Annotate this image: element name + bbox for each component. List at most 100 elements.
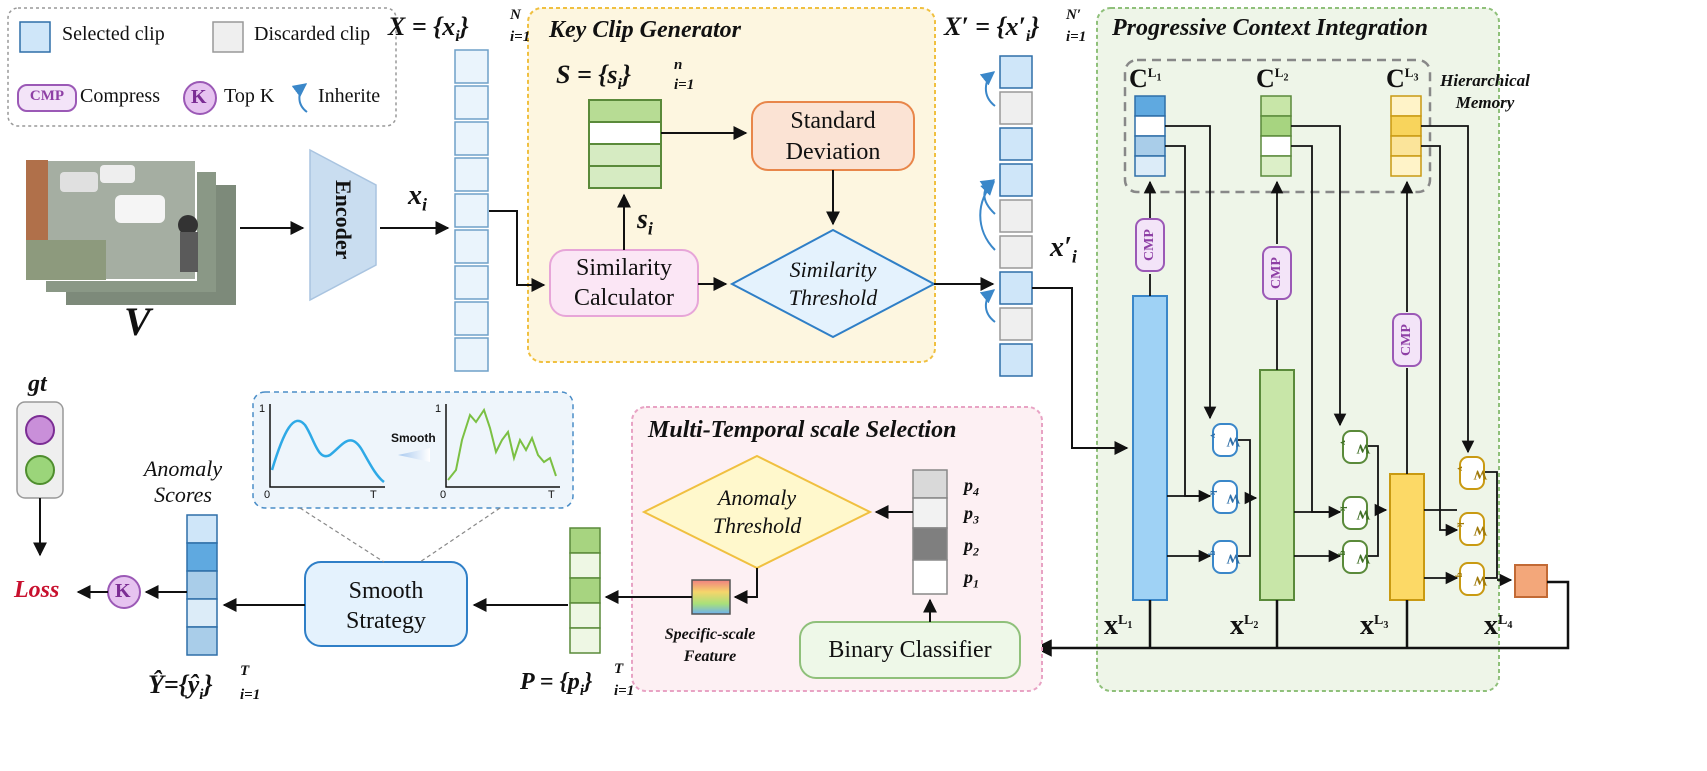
Y-set-range: i=1: [240, 687, 261, 703]
si-label: si: [637, 204, 653, 239]
Y-set-sup: T: [240, 663, 250, 679]
S-set-sup: n: [674, 57, 683, 73]
bar-xL1: [1132, 295, 1168, 601]
xL1-label: xL1: [1104, 610, 1133, 641]
P-set-range: i=1: [614, 683, 635, 699]
p-column: [912, 469, 948, 595]
mem-c2-label: CL2: [1256, 64, 1289, 93]
legend-compress-label: Compress: [80, 85, 160, 107]
S-set-label: S = {si}: [556, 60, 631, 94]
memory-c3: [1390, 95, 1422, 177]
plot2-y1: 1: [435, 403, 442, 415]
gt-label: gt: [28, 371, 47, 397]
xpi-label: x′i: [1050, 232, 1077, 267]
plot1-xT: T: [370, 489, 377, 501]
P-set-sup: T: [614, 661, 624, 677]
X-set-sup: N: [510, 7, 521, 23]
sim-thresh-diamond: [729, 228, 937, 339]
x-column: [454, 49, 489, 372]
X-set-range: i=1: [510, 29, 531, 45]
kcg-title: Key Clip Generator: [549, 17, 741, 43]
smooth-curve: [270, 419, 385, 483]
Xp-set-sup: N′: [1066, 7, 1082, 23]
specific-feature-box: [691, 579, 731, 615]
pci-title: Progressive Context Integration: [1112, 15, 1429, 41]
topk-badge-text: K: [115, 580, 131, 602]
Y-set-label: Ŷ={ŷi}: [148, 670, 213, 704]
anomaly-scores-column: [186, 514, 218, 656]
Xp-set-range: i=1: [1066, 29, 1087, 45]
encoder-label: Encoder: [331, 180, 356, 260]
Xp-set-label: X′ = {x′i}: [944, 12, 1040, 46]
xL3-label: xL3: [1360, 610, 1389, 641]
p1-label: p1: [964, 567, 979, 591]
legend-selected-label: Selected clip: [62, 23, 165, 45]
cmp-block-3: CMP: [1392, 313, 1422, 367]
legend-cmp-text: CMP: [29, 88, 65, 104]
x-prime-column: [999, 55, 1033, 377]
X-set-label: X = {xi}: [388, 12, 469, 46]
box-xL4: [1514, 564, 1548, 598]
smooth-arrow-label: Smooth: [391, 431, 436, 445]
mem-c1-label: CL1: [1129, 64, 1162, 93]
plot2-xT: T: [548, 489, 555, 501]
legend-inherit-arrow: [291, 83, 308, 113]
legend-k-text: K: [191, 86, 207, 108]
S-set-range: i=1: [674, 77, 695, 93]
binary-classifier-box: [799, 621, 1021, 679]
plot1-y1: 1: [259, 403, 266, 415]
P-set-label: P = {pi}: [520, 669, 593, 699]
encoder-shape: [309, 148, 377, 302]
mts-title: Multi-Temporal scale Selection: [648, 417, 957, 443]
P-column: [569, 527, 601, 654]
legend-cmp-badge: [17, 84, 77, 112]
cmp-block-2: CMP: [1262, 246, 1292, 300]
memory-c2: [1260, 95, 1292, 177]
memory-c1: [1134, 95, 1166, 177]
bar-xL3: [1389, 473, 1425, 601]
bar-xL2: [1259, 369, 1295, 601]
video-label: V: [124, 299, 151, 344]
video-frames: [25, 159, 236, 305]
plot1-y0: 0: [264, 489, 271, 501]
legend-discarded-swatch: [212, 21, 244, 53]
s-matrix: [588, 99, 662, 189]
p4-label: p4: [964, 475, 979, 499]
legend-k-badge: [183, 81, 217, 115]
p3-label: p3: [964, 503, 979, 527]
legend-inherit-label: Inherite: [318, 85, 381, 107]
inherit-arrows: [979, 71, 996, 323]
legend-topk-label: Top K: [224, 85, 275, 107]
xL2-label: xL2: [1230, 610, 1259, 641]
xL4-label: xL4: [1484, 610, 1513, 641]
mem-c3-label: CL3: [1386, 64, 1419, 93]
raw-curve: [447, 407, 557, 481]
legend-selected-swatch: [19, 21, 51, 53]
xi-label: xi: [408, 180, 428, 215]
plot2-y0: 0: [440, 489, 447, 501]
cmp-block-1: CMP: [1135, 218, 1165, 272]
legend-discarded-label: Discarded clip: [254, 23, 371, 45]
binary-classifier-label: Binary Classifier: [828, 637, 992, 663]
p2-label: p2: [964, 535, 979, 559]
loss-label: Loss: [14, 577, 60, 603]
